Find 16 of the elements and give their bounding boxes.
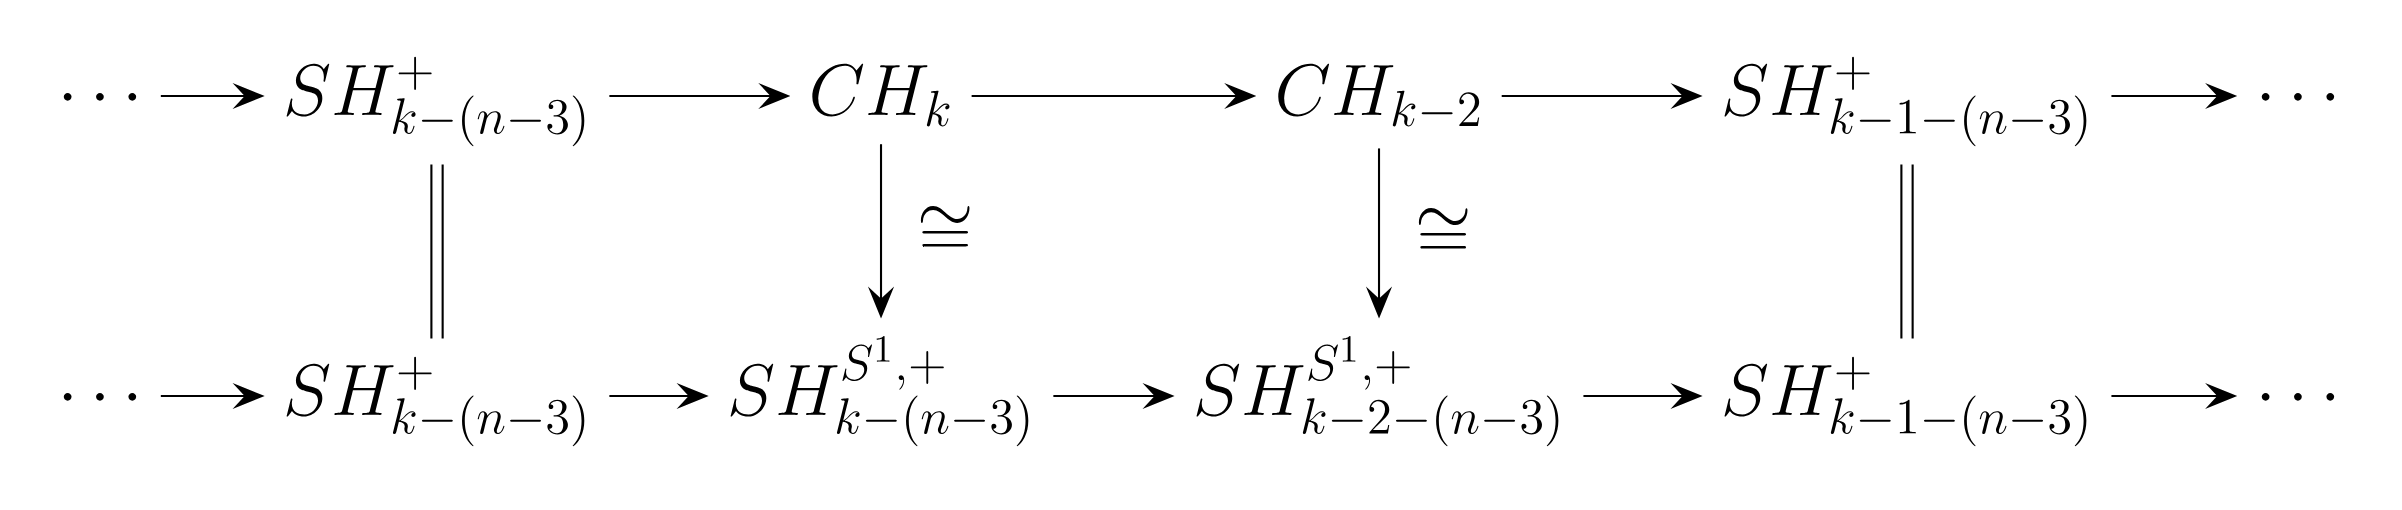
ellipsis: $\cdots$ [2261,392,2335,401]
equals-line [1900,163,1914,340]
math-term: $SH^{S^{1},+}_{k-2-(n-3)}$ [1196,336,1559,447]
math-term: $SH^{S^{1},+}_{k-(n-3)}$ [730,336,1029,447]
math-term: $SH^{+}_{k-(n-3)}$ [286,56,585,147]
ellipsis: $\cdots$ [2261,92,2335,101]
math-term: $SH^{+}_{k-1-(n-3)}$ [1724,56,2087,147]
equals-line [430,163,444,340]
math-term: $CH_{k}$ [812,63,950,127]
math-term: $CH_{k-2}$ [1278,63,1480,127]
math-term: $SH^{+}_{k-(n-3)}$ [286,356,585,447]
ellipsis: $\cdots$ [63,92,137,101]
ellipsis: $\cdots$ [63,392,137,401]
edge-label: $\cong$ [1418,208,1468,249]
edge-label: $\cong$ [920,205,970,247]
math-term: $SH^{+}_{k-1-(n-3)}$ [1724,356,2087,447]
